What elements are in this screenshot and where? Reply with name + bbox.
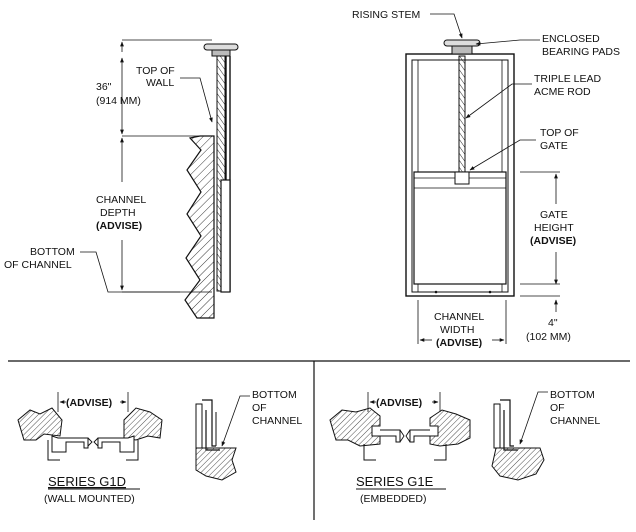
triple-lead-l1: TRIPLE LEAD xyxy=(534,73,602,85)
g1d-advise: (ADVISE) xyxy=(66,397,112,409)
gate-height-l2: HEIGHT xyxy=(534,222,574,234)
g1d-bottom-l1: BOTTOM xyxy=(252,389,297,401)
side-gate-leaf xyxy=(220,179,231,293)
g1e-bottom-l2: OF xyxy=(550,402,565,414)
g1d-series: SERIES G1D xyxy=(48,474,126,489)
front-view: RISING STEM ENCLOSED BEARING PADS TRIPLE… xyxy=(352,9,620,349)
g1e-bottom-l3: CHANNEL xyxy=(550,415,600,427)
channel-width-l2: WIDTH xyxy=(440,324,474,336)
bearing-pads-l1: ENCLOSED xyxy=(542,33,600,45)
dim-102: (102 MM) xyxy=(526,331,571,343)
rising-stem-label: RISING STEM xyxy=(352,9,420,21)
side-bearing xyxy=(211,49,231,57)
channel-width-advise: (ADVISE) xyxy=(436,337,482,349)
bottom-of-channel-l2: OF CHANNEL xyxy=(4,259,72,271)
dim-914: (914 MM) xyxy=(96,95,141,107)
g1d-bottom-l2: OF xyxy=(252,402,267,414)
g1e-bottom-l1: BOTTOM xyxy=(550,389,595,401)
channel-width-l1: CHANNEL xyxy=(434,311,484,323)
front-bearing xyxy=(451,45,473,55)
bottom-of-channel-l1: BOTTOM xyxy=(30,246,75,258)
bearing-pads-l2: BEARING PADS xyxy=(542,46,620,58)
top-of-gate-l2: GATE xyxy=(540,140,568,152)
top-of-wall-l1: TOP OF xyxy=(136,65,175,77)
g1e-mount: (EMBEDDED) xyxy=(360,493,427,505)
front-handwheel xyxy=(443,39,481,47)
side-view: 36" (914 MM) TOP OF WALL CHANNEL DEPTH (… xyxy=(4,39,239,319)
g1e-advise: (ADVISE) xyxy=(376,397,422,409)
channel-depth-l2: DEPTH xyxy=(100,207,136,219)
top-of-gate-l1: TOP OF xyxy=(540,127,579,139)
detail-g1e: (ADVISE) BOTTOM OF CHANNEL SERIES G1E (E… xyxy=(329,389,600,505)
front-stem xyxy=(458,55,466,181)
stem-nut xyxy=(454,171,470,185)
triple-lead-l2: ACME ROD xyxy=(534,86,591,98)
gate-height-l1: GATE xyxy=(540,209,568,221)
g1d-mount: (WALL MOUNTED) xyxy=(44,493,135,505)
gate-leaf xyxy=(413,171,507,285)
dim-36: 36" xyxy=(96,81,112,93)
top-of-wall-l2: WALL xyxy=(146,77,174,89)
wall-section xyxy=(184,135,215,319)
dim-4: 4" xyxy=(548,317,558,329)
channel-depth-l1: CHANNEL xyxy=(96,194,146,206)
g1e-series: SERIES G1E xyxy=(356,474,434,489)
channel-depth-advise: (ADVISE) xyxy=(96,220,142,232)
side-handwheel xyxy=(203,43,239,51)
gate-height-advise: (ADVISE) xyxy=(530,235,576,247)
detail-g1d: (ADVISE) BOTTOM OF CHANNEL SERIES G1D (W… xyxy=(17,389,302,505)
g1d-bottom-l3: CHANNEL xyxy=(252,415,302,427)
